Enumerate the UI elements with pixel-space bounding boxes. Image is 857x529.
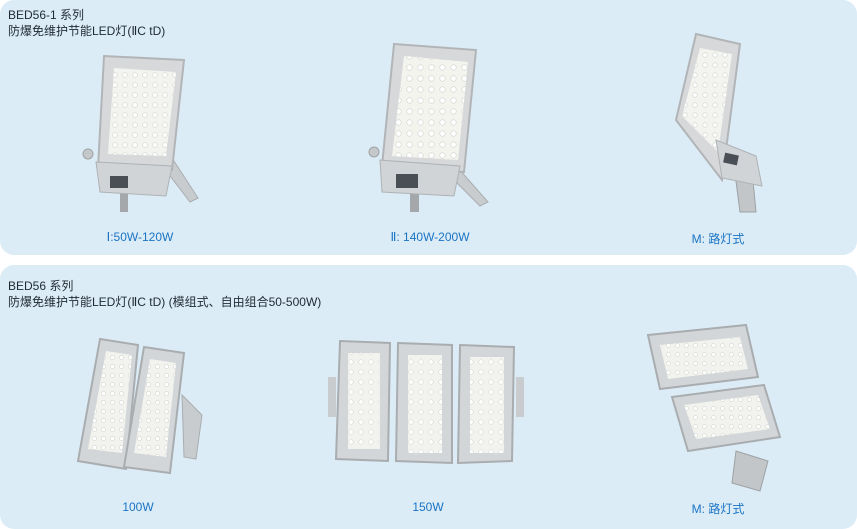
product-image-module-streetlight [646, 323, 796, 493]
series-panel-bed56: BED56 系列 防爆免维护节能LED灯(ⅡC tD) (模组式、自由组合50-… [0, 265, 857, 529]
product-image-2-module [72, 335, 212, 475]
product-caption-1: Ⅰ:50W-120W [106, 230, 174, 244]
product-caption-6: M: 路灯式 [691, 502, 745, 516]
series-panel-bed56-1: BED56-1 系列 防爆免维护节能LED灯(ⅡC tD) Ⅰ:50W-120W [0, 0, 857, 255]
floodlight-large-icon [368, 42, 489, 212]
series-description: 防爆免维护节能LED灯(ⅡC tD) (模组式、自由组合50-500W) [8, 295, 322, 309]
series-title: BED56 系列 [8, 279, 74, 293]
product-caption-3: M: 路灯式 [691, 232, 745, 246]
product-image-3-module [326, 337, 526, 467]
series-title: BED56-1 系列 [8, 8, 85, 22]
product-caption-5: 150W [412, 500, 444, 514]
series-description: 防爆免维护节能LED灯(ⅡC tD) [8, 24, 166, 38]
module-floodlight-2-icon [76, 337, 203, 475]
product-image-small-floodlight [80, 50, 200, 220]
product-image-streetlight [660, 30, 780, 216]
module-floodlight-3-icon [328, 339, 524, 465]
product-caption-2: Ⅱ: 140W-200W [390, 230, 470, 244]
module-streetlight-icon [646, 323, 782, 492]
floodlight-small-icon [82, 54, 199, 212]
product-caption-4: 100W [122, 500, 154, 514]
streetlight-icon [674, 32, 763, 213]
product-image-large-floodlight [360, 40, 500, 218]
